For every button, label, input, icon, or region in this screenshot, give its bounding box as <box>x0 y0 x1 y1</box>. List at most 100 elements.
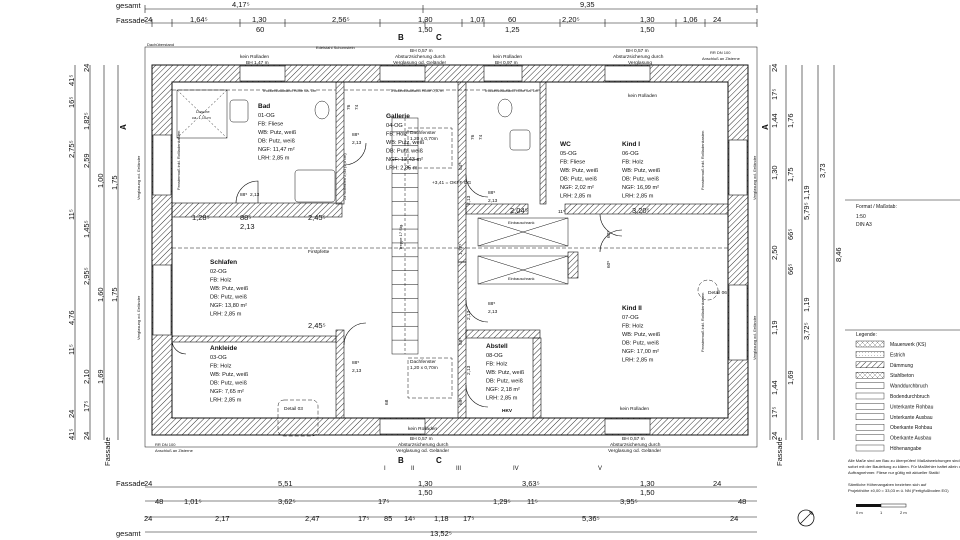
right-c1-2: 1,44 <box>770 113 779 128</box>
window-top-2 <box>379 65 426 82</box>
label-absturz-left2: Verglasung od. Geländer <box>136 295 141 340</box>
room-info-line: WB: Putz, weiß <box>622 332 661 338</box>
label-fenstermass-right: Fenstermaß inkl. Rollladenkasten <box>700 131 705 190</box>
label-absturz2-bottom2: Verglasung od. Geländer <box>608 448 661 454</box>
bottom-row1-3: 17⁵ <box>378 497 389 506</box>
label-trockenbau3: Trockenbauwand Höhe ca. 1m <box>484 88 539 93</box>
bottom-row1-2: 3,62⁵ <box>278 497 296 506</box>
einbauschrank-2: Einbauschrank <box>508 276 534 281</box>
axis-iv: IV <box>513 466 519 472</box>
label-kein-rolladen-4: kein Rolladen <box>408 426 437 432</box>
label-rr-top: RR DN 100 <box>710 50 731 55</box>
right-c3-3: 3,72⁵ <box>802 322 811 340</box>
room-info-line: NGF: 2,02 m² <box>560 185 594 191</box>
room-info-line: NGF: 12,43 m² <box>386 157 423 163</box>
label-absturz1-bottom: Absturzsicherung durch <box>398 442 449 448</box>
room-info-line: DB: Putz, weiß <box>386 149 424 155</box>
wc-toilet <box>497 98 513 118</box>
room-name: Abstell <box>486 343 508 350</box>
bottom-row1-1: 1,01⁵ <box>184 497 202 506</box>
room-info-line: WB: Putz, weiß <box>622 168 661 174</box>
room-name: Ankleide <box>210 345 237 352</box>
inner-204: 2,04⁵ <box>510 206 528 215</box>
top-fassade-8: 1,30 <box>640 15 655 24</box>
inner-213-i: 2,13 <box>466 365 472 375</box>
room-info-line: NGF: 17,00 m² <box>622 349 659 355</box>
room-info-line: DB: Putz, weiß <box>486 379 524 385</box>
room-info-line: LRH: 2,85 m <box>386 166 418 172</box>
scale-mark-2: 2 m <box>900 510 907 515</box>
inner-245-b: 2,45⁵ <box>308 321 326 330</box>
room-info-line: FB: Holz <box>386 132 408 138</box>
label-zwischenwand: 2x Scheiben 2,04 (2,0 cm) <box>342 153 347 200</box>
inner-128: 1,28⁵ <box>192 213 210 222</box>
right-c1-0: 24 <box>770 64 779 72</box>
legend-swatch <box>855 434 885 441</box>
label-absturz-right: Verglasung od. Geländer <box>752 155 757 200</box>
left-c1-0: 41⁵ <box>67 75 76 86</box>
inner-74-a: 74 <box>354 104 360 110</box>
window-left-1 <box>152 134 172 196</box>
label-kein-rolladen-2: kein Rolladen <box>493 54 522 60</box>
top-gesamt-value-2: 9,35 <box>580 0 595 9</box>
axis-ii: II <box>411 466 415 472</box>
bottom-fassade-4: 1,30 <box>640 479 655 488</box>
bottom-row2-3: 17⁵ <box>358 514 369 523</box>
bottom-row2-4: 85 <box>384 514 392 523</box>
label-bh147: BH 1,47 m <box>246 60 269 66</box>
right-c1-5: 1,19 <box>770 320 779 335</box>
bottom-gesamt-total: 13,52⁵ <box>430 529 452 538</box>
inner-213-g: 2,13 <box>466 195 472 205</box>
room-info-line: WB: Putz, weiß <box>210 286 249 292</box>
top-fassade-3: 2,56⁵ <box>332 15 350 24</box>
bottom-row1-4: 1,29⁵ <box>493 497 511 506</box>
right-c2-0: 1,76 <box>786 113 795 128</box>
label-dachfenster-size-1: 1,20 x 0,70m <box>410 136 438 142</box>
format-paper: DIN A3 <box>856 222 872 228</box>
inner-74-b: 74 <box>478 134 484 140</box>
top-fassade-0: 24 <box>144 15 152 24</box>
label-kein-rolladen-1: kein Rolladen <box>240 54 269 60</box>
axis-b-bottom: B <box>398 456 404 465</box>
axis-c-top: C <box>436 33 442 42</box>
left-c1-6: 24 <box>67 410 76 418</box>
bottom-row1-6: 3,95⁵ <box>620 497 638 506</box>
top-opening-1: 1,50 <box>418 25 433 34</box>
top-gesamt-value-1: 4,17⁵ <box>232 0 250 9</box>
room-info-line: DB: Putz, weiß <box>622 341 660 347</box>
label-dachfenster-1: Dachfenster <box>410 130 436 136</box>
room-info-line: DB: Putz, weiß <box>210 381 248 387</box>
legend-item-label: Unterkante Rohbau <box>890 404 934 410</box>
axis-a-left: A <box>119 124 128 130</box>
label-edelstahl: Edelstahl Schornstein <box>316 45 355 50</box>
window-bottom-1 <box>379 418 426 435</box>
window-left-2 <box>152 264 172 336</box>
top-gesamt-label: gesamt <box>116 1 142 10</box>
left-c2-3: 1,45⁵ <box>82 220 91 238</box>
legend-item-label: Oberkante Ausbau <box>890 436 932 442</box>
dachuberstand-label: Dachüberstand <box>147 42 174 47</box>
bottom-fassade-0: 24 <box>144 479 152 488</box>
left-c2-7: 24 <box>82 432 91 440</box>
room-info-line: 07-OG <box>622 315 639 321</box>
dashed-features <box>172 89 728 437</box>
axis-iii: III <box>456 466 461 472</box>
left-c3-2: 1,69 <box>96 369 105 384</box>
einbauschrank-1: Einbauschrank <box>508 220 534 225</box>
axis-a-right: A <box>761 124 770 130</box>
label-kein-rolladen-3: kein Rolladen <box>628 93 657 99</box>
top-dimensions: gesamt 4,17⁵ 9,35 Fassade 24 1,64⁵ 1,30 … <box>116 0 758 34</box>
bottom-dim-texts: Fassade 24 5,51 1,30 3,63⁵ 1,30 24 1,50 … <box>116 479 746 538</box>
label-absturz1-top: Absturzsicherung durch <box>395 54 446 60</box>
room-info-line: NGF: 2,18 m² <box>486 387 520 393</box>
label-absturz2-bottom: Verglasung od. Geländer <box>396 448 449 454</box>
room-name: Bad <box>258 103 270 110</box>
label-trockenbau: Trockenbauwand Höhe ca. 1m <box>262 88 317 93</box>
building-shell: Dachüberstand <box>144 42 758 448</box>
room-info-line: WB: Putz, weiß <box>210 372 249 378</box>
left-c3-0: 1,00 <box>96 173 105 188</box>
label-anschluss-bottom: Anschluß an Zisterne <box>155 448 194 453</box>
inner-dimensions: 1,28⁵ 88⁵ 2,13 2,45⁵ 2,45⁵ 88⁵ 2,13 88⁵ … <box>192 104 650 405</box>
bathtub <box>294 169 336 203</box>
left-c1-3: 11⁵ <box>67 209 76 220</box>
